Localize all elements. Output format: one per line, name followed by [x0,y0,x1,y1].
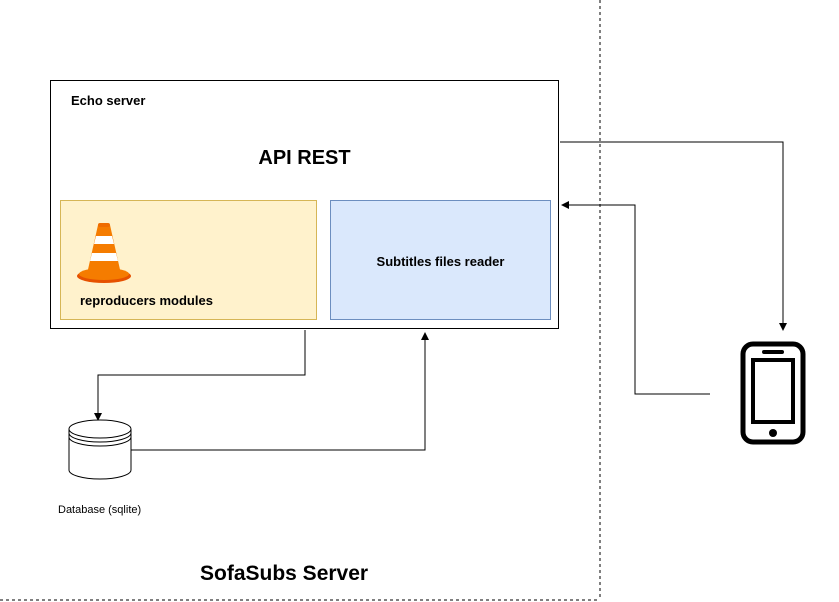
reproducers-modules-label: reproducers modules [80,293,213,308]
subtitles-reader-label: Subtitles files reader [376,254,505,269]
server-to-phone-arrow [560,141,787,331]
echo-server-label: Echo server [71,93,146,108]
phone-to-server-arrow [561,201,710,395]
database-to-subtitles-arrow [130,332,429,451]
subtitles-reader-box [330,200,551,320]
sofasubs-server-title: SofaSubs Server [200,562,369,585]
reproducers-modules-box [60,200,317,320]
smartphone-icon [740,341,806,450]
api-rest-title: API REST [258,147,351,169]
database-cylinder-icon [68,419,132,486]
vlc-cone-icon [76,222,136,289]
database-label: Database (sqlite) [58,504,142,516]
server-to-database-arrow [94,330,306,421]
